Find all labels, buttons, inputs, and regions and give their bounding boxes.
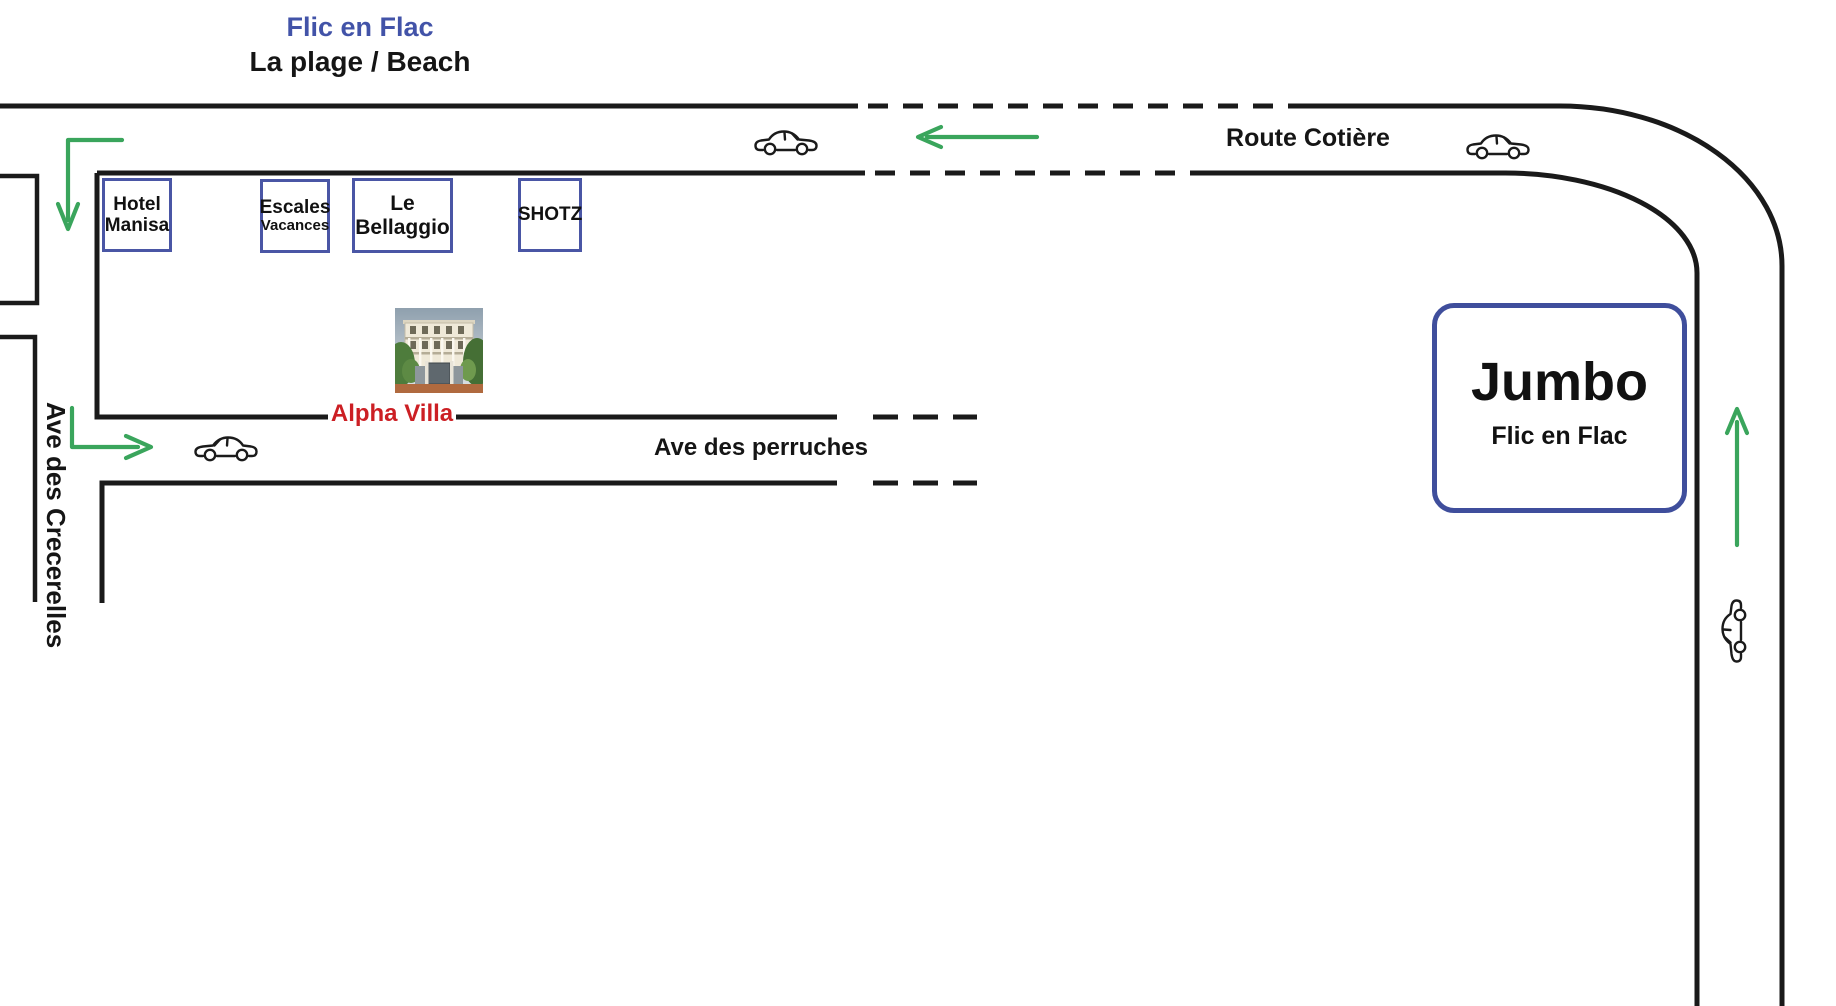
road-label-route-cotiere: Route Cotière	[1226, 124, 1390, 152]
car-icon	[1466, 134, 1530, 160]
landmark-label: Manisa	[104, 215, 170, 236]
landmark-hotel-manisa: Hotel Manisa	[102, 178, 172, 252]
landmark-le-bellaggio: Le Bellaggio	[352, 178, 453, 253]
car-icon	[754, 130, 818, 156]
beach-road-north-curve	[1288, 103, 1785, 1006]
jumbo-subtitle: Flic en Flac	[1491, 422, 1628, 451]
landmark-shotz: SHOTZ	[518, 178, 582, 252]
arrow-north-coastal-road-icon	[1724, 406, 1750, 548]
jumbo-name: Jumbo	[1470, 351, 1648, 412]
arrow-turn-down-crecerelles-icon	[55, 137, 125, 232]
landmark-label: SHOTZ	[517, 204, 583, 226]
beach-road-south-curve	[1205, 170, 1700, 1006]
car-icon	[194, 436, 258, 462]
beach-title: La plage / Beach	[249, 46, 471, 77]
landmark-label: Hotel	[113, 193, 161, 215]
hotel-block-edge	[94, 173, 837, 420]
road-lines	[0, 103, 1785, 1006]
alpha-villa-photo	[387, 308, 491, 393]
road-label-ave-des-crecerelles: Ave des Crecerelles	[41, 402, 71, 649]
road-label-ave-des-perruches: Ave des perruches	[654, 434, 868, 461]
perruches-south	[99, 480, 837, 603]
crecerelles-west-edge	[0, 334, 38, 602]
arrow-west-beach-road-icon	[915, 124, 1040, 150]
landmark-label: Escales	[259, 196, 331, 218]
arrow-turn-right-perruches-icon	[69, 405, 154, 461]
west-block	[0, 173, 40, 306]
west-side-lines	[0, 173, 40, 602]
destination-label: Alpha Villa	[328, 399, 456, 429]
landmark-label: Le	[390, 191, 415, 215]
car-icon	[1721, 599, 1747, 663]
town-title: Flic en Flac	[286, 12, 434, 42]
landmark-escales-vacances: Escales Vacances	[260, 179, 330, 253]
jumbo-sign: Jumbo Flic en Flac	[1432, 303, 1687, 513]
landmark-label: Bellaggio	[355, 215, 450, 239]
landmark-label: Vacances	[260, 217, 330, 235]
